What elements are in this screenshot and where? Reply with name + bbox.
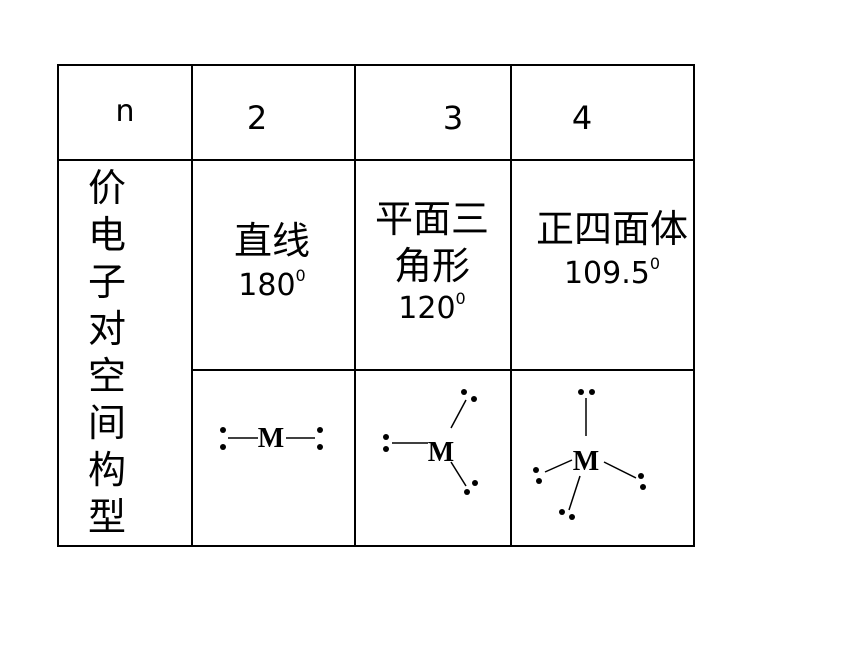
trigonal-molecule-diagram: M (383, 389, 478, 495)
geometry-tetrahedral-angle: 109.50 (532, 256, 692, 291)
angle-value: 120 (398, 291, 456, 326)
angle-degree-sup: 0 (295, 266, 306, 285)
header-col-2: 2 (246, 99, 268, 137)
angle-degree-sup: 0 (649, 254, 661, 273)
tetrahedral-molecule-diagram: M (533, 389, 646, 520)
table-rule-col1 (191, 64, 193, 547)
header-col-3: 3 (442, 99, 464, 137)
atom-M-linear: M (258, 423, 284, 454)
geometry-trigonal-name-line2: 角形 (393, 244, 470, 288)
table-rule-middle (191, 369, 695, 371)
geometry-linear-name: 直线 (233, 219, 310, 263)
angle-value: 109.5 (563, 256, 650, 291)
table-rule-header (57, 159, 695, 161)
table-border-left (57, 64, 59, 547)
table-border-right (693, 64, 695, 547)
geometry-trigonal-name-line1: 平面三 (374, 197, 489, 241)
angle-value: 180 (238, 268, 296, 303)
table-border-top (57, 64, 695, 66)
geometry-trigonal-angle: 1200 (377, 291, 487, 326)
atom-M-tetrahedral: M (573, 446, 599, 477)
row-label: 价电子对空间构型 (87, 166, 126, 539)
vsepr-table: n 2 3 4 价电子对空间构型 直线 1800 平面三 角形 1200 正四面… (57, 64, 695, 547)
header-n: n (115, 94, 135, 129)
geometry-tetrahedral-name: 正四面体 (535, 207, 688, 251)
header-col-4: 4 (571, 99, 593, 137)
table-rule-col3 (510, 64, 512, 547)
linear-molecule-diagram: M (220, 423, 323, 454)
atom-M-trigonal: M (428, 437, 454, 468)
angle-degree-sup: 0 (455, 289, 466, 308)
table-border-bottom (57, 545, 695, 547)
geometry-linear-angle: 1800 (222, 268, 322, 303)
table-rule-col2 (354, 64, 356, 547)
